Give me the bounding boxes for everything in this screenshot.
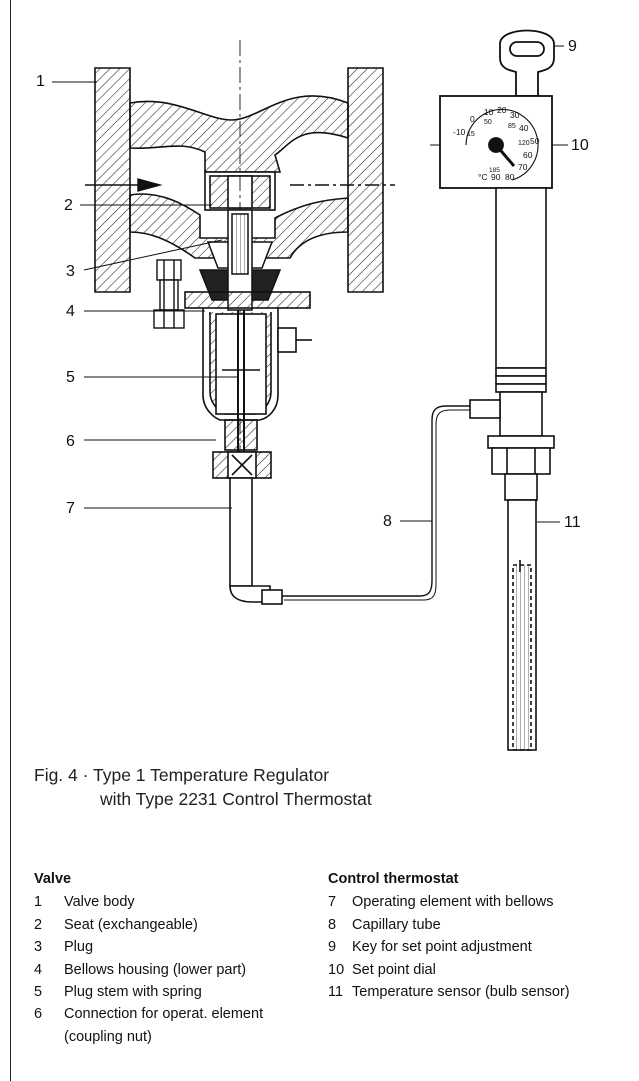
legend-row: 5 Plug stem with spring <box>34 981 334 1003</box>
svg-text:90: 90 <box>491 172 501 182</box>
legend-num: 3 <box>34 939 43 956</box>
legend-row: 2 Seat (exchangeable) <box>34 914 334 936</box>
flange-bolt <box>153 259 185 329</box>
caption-line-1: Fig. 4 · Type 1 Temperature Regulator <box>34 765 330 785</box>
thermostat-tube <box>469 187 555 501</box>
svg-text:120: 120 <box>518 140 530 147</box>
legend-num: 11 <box>328 984 344 1001</box>
bellows-housing <box>184 291 312 460</box>
operating-element <box>229 477 283 605</box>
legend-text: Plug stem with spring <box>64 984 202 1001</box>
legend-text: Operating element with bellows <box>352 894 554 911</box>
legend-num: 8 <box>328 916 337 933</box>
legend-text: Capillary tube <box>352 916 441 933</box>
figure-caption: Fig. 4 · Type 1 Temperature Regulator wi… <box>34 763 372 811</box>
legend-row: 8 Capillary tube <box>328 914 638 936</box>
legend-text: Seat (exchangeable) <box>64 916 198 933</box>
set-point-dial <box>439 95 553 189</box>
callout-10: 10 <box>571 137 589 154</box>
callout-8: 8 <box>383 513 392 530</box>
callout-leaders <box>52 45 568 523</box>
callout-4: 4 <box>66 303 75 320</box>
svg-text:-10: -10 <box>453 127 466 137</box>
legend-row: 1 Valve body <box>34 891 334 913</box>
legend-num: 1 <box>34 894 43 911</box>
legend-control-thermostat: Control thermostat 7 Operating element wi… <box>328 868 638 1003</box>
legend-row: 3 Plug <box>34 936 334 958</box>
legend-text: Key for set point adjustment <box>352 939 532 956</box>
legend-row: 6 Connection for operat. element <box>34 1003 334 1025</box>
legend-row: 9 Key for set point adjustment <box>328 936 638 958</box>
legend-text: Connection for operat. element <box>64 1006 264 1023</box>
svg-text:30: 30 <box>510 110 520 120</box>
legend-row: 11 Temperature sensor (bulb sensor) <box>328 981 638 1003</box>
legend-row: (coupling nut) <box>34 1026 334 1048</box>
caption-line-2: with Type 2231 Control Thermostat <box>100 789 372 809</box>
legend-text: Valve body <box>64 894 135 911</box>
svg-text:10: 10 <box>484 107 494 117</box>
callout-3: 3 <box>66 263 75 280</box>
legend-valve-heading: Valve <box>34 871 72 887</box>
legend-num: 7 <box>328 894 337 911</box>
svg-text:80: 80 <box>505 172 515 182</box>
set-point-key <box>499 29 555 97</box>
legend-text: Bellows housing (lower part) <box>64 961 247 978</box>
callout-labels: 1 2 3 4 5 6 7 8 9 10 11 <box>36 38 589 531</box>
legend-row: 4 Bellows housing (lower part) <box>34 959 334 981</box>
callout-7: 7 <box>66 500 75 517</box>
coupling-nut <box>212 451 272 479</box>
svg-text:50: 50 <box>484 119 492 126</box>
legend-valve: Valve 1 Valve body 2 Seat (exchangeable) 3… <box>34 868 334 1048</box>
capillary-tube <box>282 405 470 597</box>
callout-2: 2 <box>64 197 73 214</box>
legend-text: Temperature sensor (bulb sensor) <box>352 984 570 1001</box>
legend-num: 9 <box>328 939 337 956</box>
legend-text: (coupling nut) <box>64 1028 152 1045</box>
svg-text:0: 0 <box>470 114 475 124</box>
callout-1: 1 <box>36 73 45 90</box>
svg-text:50: 50 <box>530 136 540 146</box>
flow-arrow <box>85 178 395 192</box>
callout-9: 9 <box>568 38 577 55</box>
callout-11: 11 <box>564 514 581 531</box>
legend-num: 4 <box>34 961 43 978</box>
callout-5: 5 <box>66 369 75 386</box>
callout-6: 6 <box>66 433 75 450</box>
legend-num: 5 <box>34 984 43 1001</box>
legend-text: Plug <box>64 939 94 956</box>
legend-row: 10 Set point dial <box>328 959 638 981</box>
svg-text:85: 85 <box>508 123 516 130</box>
svg-text:185: 185 <box>489 167 500 174</box>
legend-num: 10 <box>328 961 345 978</box>
legend-num: 2 <box>34 916 43 933</box>
svg-text:°C: °C <box>478 172 488 182</box>
svg-text:60: 60 <box>523 150 533 160</box>
legend-num: 6 <box>34 1006 43 1023</box>
svg-text:70: 70 <box>518 162 528 172</box>
regulator-drawing: 10 20 30 0 50 85 40 -10 15 120 50 60 70 … <box>36 29 589 751</box>
svg-text:40: 40 <box>519 123 529 133</box>
svg-text:20: 20 <box>497 105 507 115</box>
legend-control-heading: Control thermostat <box>328 871 459 887</box>
svg-text:15: 15 <box>467 131 475 138</box>
legend-num <box>34 1026 64 1048</box>
page-frame <box>10 0 639 1081</box>
legend-text: Set point dial <box>352 961 436 978</box>
bulb-sensor <box>507 499 537 751</box>
legend-row: 7 Operating element with bellows <box>328 891 638 913</box>
